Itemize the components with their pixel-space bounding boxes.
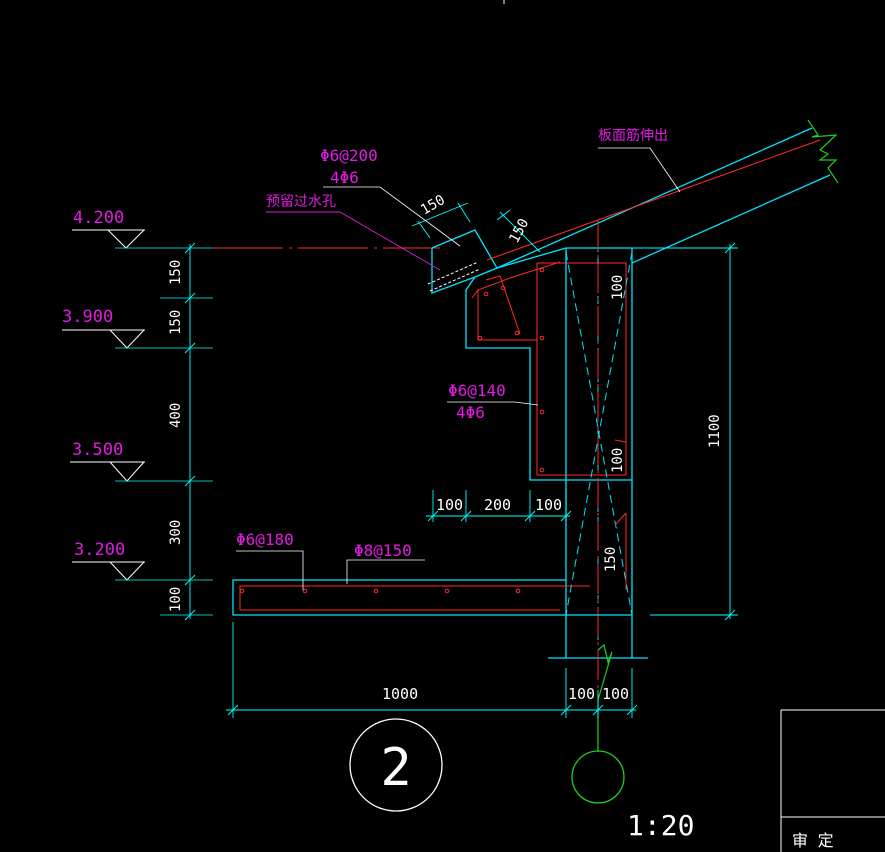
gutter-rebar [471, 261, 627, 476]
detail-circle [349, 718, 443, 812]
bottom-dim-line [226, 622, 638, 718]
floor-slab [232, 579, 632, 616]
slope-dim-lines [411, 202, 541, 253]
mid-dim-line [426, 490, 572, 522]
rebar-dots-slab [239, 588, 521, 594]
dim-mid-200: 200 [484, 496, 511, 514]
title-block-label: 审 定 [792, 831, 834, 850]
left-dim-line [184, 242, 196, 621]
rebar-dots-gutter [477, 267, 545, 473]
level-3200: 3.200 [74, 540, 125, 560]
dim-1100: 1100 [707, 414, 723, 448]
label-slab-bottom-2: Φ8@150 [354, 541, 412, 560]
level-markers [62, 229, 145, 581]
label-rebar-top-2: 4Φ6 [330, 168, 359, 187]
dim-mid-100-b: 100 [535, 496, 562, 514]
gutter-outline [431, 229, 633, 481]
wall-rebar-hook [614, 512, 627, 526]
detail-number: 2 [380, 738, 411, 798]
drain-hole-pipe [427, 261, 481, 292]
label-rebar-top-1: Φ6@200 [320, 146, 378, 165]
label-rebar-mid-2: 4Φ6 [456, 403, 485, 422]
right-dim-line [632, 242, 738, 621]
dim-100-left: 100 [168, 587, 184, 612]
dim-150-a: 150 [168, 260, 184, 285]
axis-break [597, 643, 613, 701]
scale-label: 1:20 [627, 809, 694, 842]
dim-inner-150: 150 [603, 547, 619, 572]
dim-100-bottom-b: 100 [602, 685, 629, 703]
level-3500: 3.500 [72, 440, 123, 460]
label-slab-bars: 板面筋伸出 [598, 127, 668, 144]
label-rebar-mid-1: Φ6@140 [448, 381, 506, 400]
level-3900: 3.900 [62, 307, 113, 327]
label-slab-bottom-1: Φ6@180 [236, 530, 294, 549]
level-4200: 4.200 [73, 208, 124, 228]
level-extension-lines [115, 247, 213, 616]
axis-bubble [571, 750, 625, 804]
dim-300: 300 [168, 520, 184, 545]
dim-inner-100-b: 100 [610, 448, 626, 473]
dim-400: 400 [168, 403, 184, 428]
dim-slope-150-b: 150 [506, 216, 532, 246]
dim-mid-100-a: 100 [436, 496, 463, 514]
slab-break-line [807, 119, 839, 184]
leader-lines [236, 147, 681, 590]
wall-hidden-lines [565, 244, 633, 640]
dim-slope-150-a: 150 [418, 192, 448, 219]
title-block [780, 709, 885, 852]
left-dim-texts: 150 150 400 300 100 [168, 260, 184, 612]
dim-1000: 1000 [382, 685, 418, 703]
label-drain-hole: 预留过水孔 [266, 194, 336, 210]
dim-150-b: 150 [168, 310, 184, 335]
dim-100-bottom-a: 100 [568, 685, 595, 703]
drain-leader [266, 211, 441, 271]
dim-inner-100-a: 100 [610, 275, 626, 300]
